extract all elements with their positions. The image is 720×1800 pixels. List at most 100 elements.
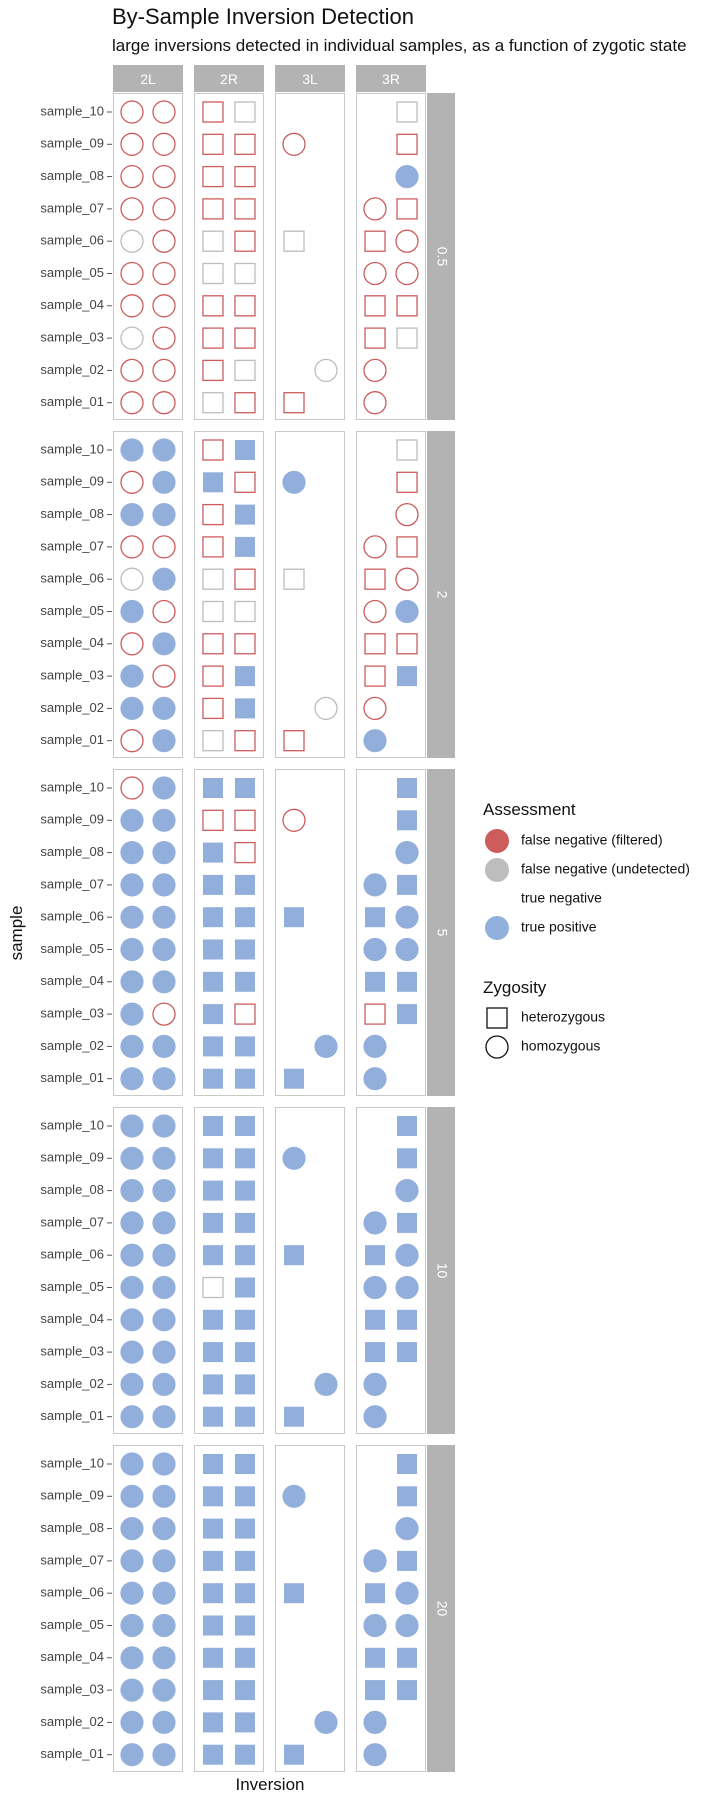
data-point bbox=[203, 778, 223, 798]
data-point bbox=[152, 229, 176, 253]
data-point bbox=[235, 536, 255, 557]
data-point bbox=[203, 1486, 223, 1507]
data-point bbox=[202, 198, 224, 220]
panel-frame-2-3R bbox=[356, 431, 426, 758]
data-point bbox=[203, 1550, 223, 1571]
y-tick-label: sample_01 bbox=[40, 1070, 104, 1085]
data-point bbox=[397, 1550, 417, 1571]
data-point bbox=[120, 1034, 144, 1058]
data-point bbox=[152, 326, 176, 350]
y-tick-label: sample_05 bbox=[40, 941, 104, 956]
data-point bbox=[202, 809, 224, 831]
data-point bbox=[152, 808, 176, 832]
coverage-panel-10: 10sample_10sample_09sample_08sample_07sa… bbox=[40, 1107, 455, 1434]
data-point bbox=[152, 1211, 176, 1235]
data-point bbox=[364, 665, 386, 687]
y-tick-label: sample_06 bbox=[40, 909, 104, 924]
data-point bbox=[120, 438, 144, 462]
data-point bbox=[120, 808, 144, 832]
coverage-panel-5: 5sample_10sample_09sample_08sample_07sam… bbox=[40, 769, 455, 1096]
data-point bbox=[152, 1646, 176, 1670]
data-point bbox=[314, 1710, 338, 1734]
data-point bbox=[152, 1243, 176, 1267]
data-point bbox=[397, 1342, 417, 1363]
legend-item-assessment: true negative bbox=[521, 890, 602, 906]
data-point bbox=[364, 568, 386, 590]
data-point bbox=[365, 1309, 385, 1330]
data-point bbox=[365, 1680, 385, 1701]
data-point bbox=[203, 1647, 223, 1668]
data-point bbox=[152, 1114, 176, 1138]
data-point bbox=[202, 730, 224, 752]
data-point bbox=[363, 696, 387, 721]
data-point bbox=[235, 1583, 255, 1604]
data-point bbox=[203, 1068, 223, 1089]
y-axis-label: sample bbox=[7, 906, 26, 961]
data-point bbox=[235, 1486, 255, 1507]
data-point bbox=[152, 261, 176, 286]
data-point bbox=[203, 907, 223, 928]
data-point bbox=[284, 907, 304, 928]
legend-label: false negative (filtered) bbox=[521, 832, 663, 848]
data-point bbox=[363, 1710, 387, 1734]
chart-subtitle: large inversions detected in individual … bbox=[112, 36, 687, 55]
data-point bbox=[120, 502, 144, 527]
data-point bbox=[152, 391, 176, 415]
panel-frame-0.5-3L bbox=[275, 93, 345, 420]
y-tick-label: sample_01 bbox=[40, 1746, 104, 1761]
data-point bbox=[396, 133, 418, 155]
y-tick-label: sample_07 bbox=[40, 200, 104, 215]
data-point bbox=[203, 1406, 223, 1427]
data-point bbox=[363, 358, 387, 383]
data-point bbox=[314, 696, 338, 721]
data-point bbox=[203, 1309, 223, 1330]
data-point bbox=[284, 1583, 304, 1604]
data-point bbox=[235, 874, 255, 895]
data-point bbox=[235, 1309, 255, 1330]
y-tick-label: sample_03 bbox=[40, 668, 104, 683]
data-point bbox=[120, 1002, 144, 1026]
data-point bbox=[397, 874, 417, 895]
data-point bbox=[120, 1581, 144, 1605]
panel-frame-0.5-2L bbox=[113, 93, 183, 420]
data-point bbox=[284, 1245, 304, 1266]
y-tick-label: sample_04 bbox=[40, 635, 104, 650]
data-point bbox=[152, 567, 176, 591]
data-point bbox=[396, 536, 418, 558]
data-point bbox=[395, 937, 419, 962]
data-point bbox=[234, 295, 256, 317]
data-point bbox=[152, 1517, 176, 1541]
data-point bbox=[120, 1549, 144, 1573]
data-point bbox=[395, 1243, 419, 1267]
legend-key-dot bbox=[485, 916, 509, 940]
data-point bbox=[152, 1710, 176, 1734]
data-point bbox=[283, 230, 305, 252]
data-point bbox=[152, 132, 176, 156]
data-point bbox=[120, 1114, 144, 1138]
data-point bbox=[282, 470, 306, 494]
data-point bbox=[365, 1342, 385, 1363]
data-point bbox=[152, 1002, 176, 1026]
data-point bbox=[202, 295, 224, 317]
data-point bbox=[234, 730, 256, 752]
data-point bbox=[396, 198, 418, 220]
data-point bbox=[203, 472, 223, 493]
data-point bbox=[395, 1517, 419, 1541]
data-point bbox=[203, 1518, 223, 1539]
data-point bbox=[203, 1342, 223, 1363]
data-point bbox=[152, 1308, 176, 1332]
data-point bbox=[202, 165, 224, 188]
data-point bbox=[364, 295, 386, 317]
y-tick-label: sample_09 bbox=[40, 136, 104, 151]
y-tick-label: sample_09 bbox=[40, 474, 104, 489]
data-point bbox=[120, 873, 144, 897]
data-point bbox=[202, 697, 224, 720]
data-point bbox=[284, 1406, 304, 1427]
data-point bbox=[397, 810, 417, 831]
legend-label: heterozygous bbox=[521, 1009, 605, 1025]
legend-key-circle bbox=[485, 1035, 509, 1059]
data-point bbox=[152, 1581, 176, 1605]
data-point bbox=[120, 937, 144, 962]
data-point bbox=[396, 633, 418, 655]
row-strip-label-5: 5 bbox=[434, 929, 450, 937]
